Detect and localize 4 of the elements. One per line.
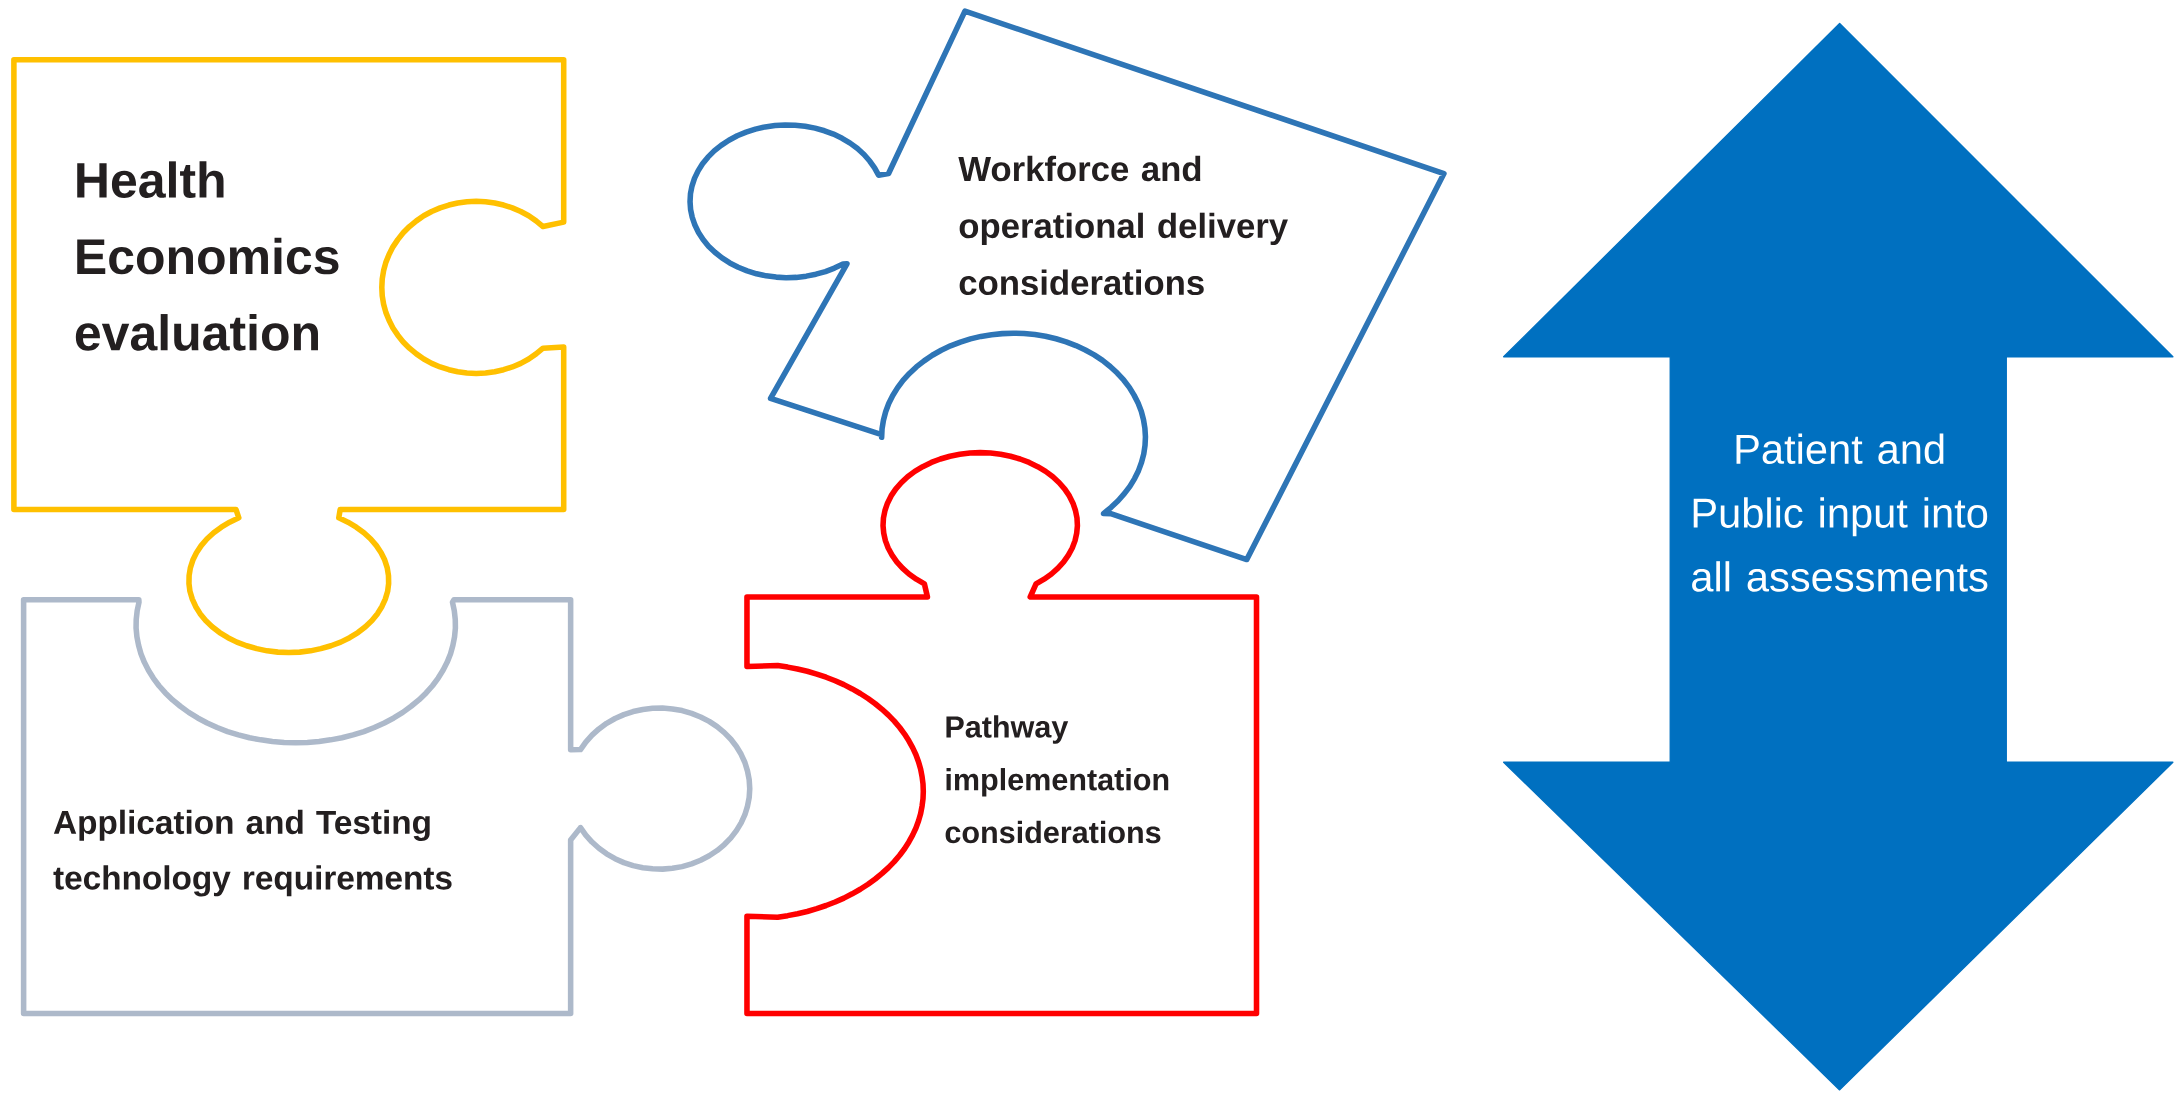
puzzle-piece: Health Economics evaluation <box>11 57 567 656</box>
puzzle-piece: Pathway implementation considerations <box>744 450 1260 1017</box>
puzzle-piece: Application and Testing technology requirements <box>20 597 753 1017</box>
puzzle-piece: Workforce and operational delivery considerations <box>687 8 1447 563</box>
